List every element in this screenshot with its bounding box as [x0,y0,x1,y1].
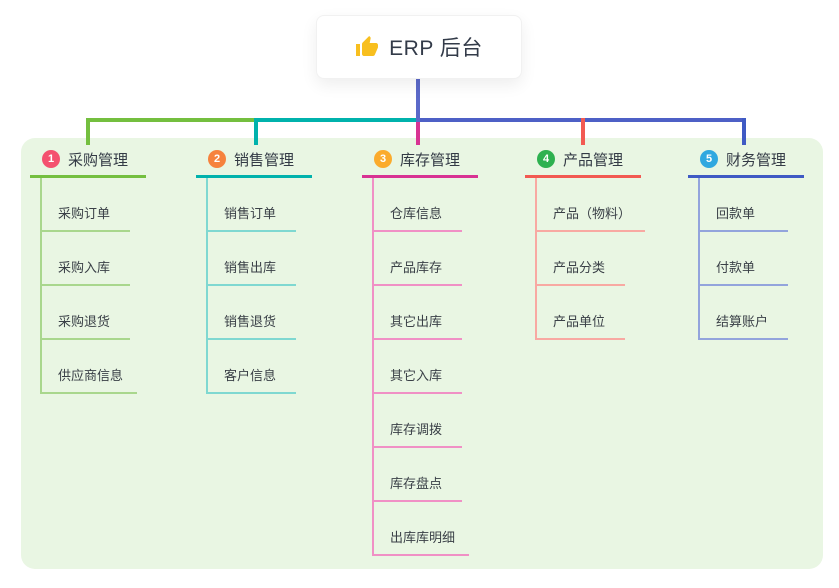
child-node-label: 库存调拨 [390,422,443,437]
drop-branch-3 [416,122,420,145]
branch-number-badge: 2 [208,150,226,168]
branch-number-badge: 4 [537,150,555,168]
child-node-label: 采购订单 [58,206,111,221]
child-node-label: 采购退货 [58,314,111,329]
branch-header[interactable]: 4 产品管理 [525,150,641,178]
branch-node-4: 4 产品管理 产品（物料） 产品分类产品单位 [525,150,675,340]
root-node-title: ERP 后台 [389,37,483,60]
branch-number-badge: 3 [374,150,392,168]
child-node-label: 付款单 [716,260,756,275]
drop-branch-5 [742,118,746,145]
child-node-label: 其它入库 [390,368,443,383]
child-node-label: 采购入库 [58,260,111,275]
branch-node-5: 5 财务管理 回款单付款单结算账户 [688,150,838,340]
child-node-label: 库存盘点 [390,476,443,491]
branch-header[interactable]: 3 库存管理 [362,150,478,178]
drop-branch-4 [581,118,585,145]
child-node[interactable]: 回款单 [700,178,788,232]
child-node-label: 结算账户 [716,314,769,329]
child-node-label: 销售退货 [224,314,277,329]
child-node[interactable]: 产品（物料） [537,178,646,232]
branch-title: 产品管理 [563,151,624,169]
child-node[interactable]: 其它出库 [374,286,462,340]
child-node-label: 出库库明细 [390,530,456,545]
child-node[interactable]: 仓库信息 [374,178,462,232]
rail-branch-2 [254,118,420,122]
child-node[interactable]: 结算账户 [700,286,788,340]
child-node-label: 销售出库 [224,260,277,275]
child-node[interactable]: 出库库明细 [374,502,470,556]
child-node[interactable]: 库存调拨 [374,394,462,448]
branch-title: 采购管理 [68,151,129,169]
child-node-label: 产品库存 [390,260,443,275]
child-node-label: 其它出库 [390,314,443,329]
branch-title: 销售管理 [234,151,295,169]
branch-header[interactable]: 1 采购管理 [30,150,146,178]
child-node[interactable]: 采购订单 [42,178,130,232]
child-node[interactable]: 供应商信息 [42,340,138,394]
child-node[interactable]: 产品单位 [537,286,625,340]
branch-node-2: 2 销售管理 销售订单销售出库销售退货客户信息 [196,150,346,394]
root-node-erp[interactable]: ERP 后台 [316,15,522,79]
child-node[interactable]: 销售退货 [208,286,296,340]
child-node-label: 仓库信息 [390,206,443,221]
child-node-label: 客户信息 [224,368,277,383]
branch-children: 采购订单采购入库采购退货供应商信息 [40,178,180,394]
branch-number-badge: 1 [42,150,60,168]
child-node[interactable]: 销售订单 [208,178,296,232]
child-node-label: 产品分类 [553,260,606,275]
branch-title: 库存管理 [400,151,461,169]
child-node[interactable]: 采购入库 [42,232,130,286]
child-node[interactable]: 付款单 [700,232,788,286]
rail-branch-1 [86,118,420,122]
thumbs-up-icon [355,35,379,59]
child-node-label: 回款单 [716,206,756,221]
child-node[interactable]: 其它入库 [374,340,462,394]
branch-title: 财务管理 [726,151,787,169]
child-node-label: 供应商信息 [58,368,124,383]
branch-children: 产品（物料） 产品分类产品单位 [535,178,675,340]
child-node-label: 产品（物料） [553,206,632,221]
branch-children: 回款单付款单结算账户 [698,178,838,340]
child-node[interactable]: 销售出库 [208,232,296,286]
branch-children: 销售订单销售出库销售退货客户信息 [206,178,346,394]
child-node-label: 产品单位 [553,314,606,329]
child-node[interactable]: 客户信息 [208,340,296,394]
branch-header[interactable]: 5 财务管理 [688,150,804,178]
child-node[interactable]: 产品库存 [374,232,462,286]
child-node[interactable]: 产品分类 [537,232,625,286]
branch-node-3: 3 库存管理 仓库信息产品库存其它出库其它入库库存调拨库存盘点出库库明细 [362,150,512,556]
branch-node-1: 1 采购管理 采购订单采购入库采购退货供应商信息 [30,150,180,394]
branch-number-badge: 5 [700,150,718,168]
child-node-label: 销售订单 [224,206,277,221]
child-node[interactable]: 库存盘点 [374,448,462,502]
trunk-connector [416,79,420,122]
branch-header[interactable]: 2 销售管理 [196,150,312,178]
branches-board [21,138,823,569]
child-node[interactable]: 采购退货 [42,286,130,340]
drop-branch-2 [254,118,258,145]
drop-branch-1 [86,118,90,145]
branch-children: 仓库信息产品库存其它出库其它入库库存调拨库存盘点出库库明细 [372,178,512,556]
